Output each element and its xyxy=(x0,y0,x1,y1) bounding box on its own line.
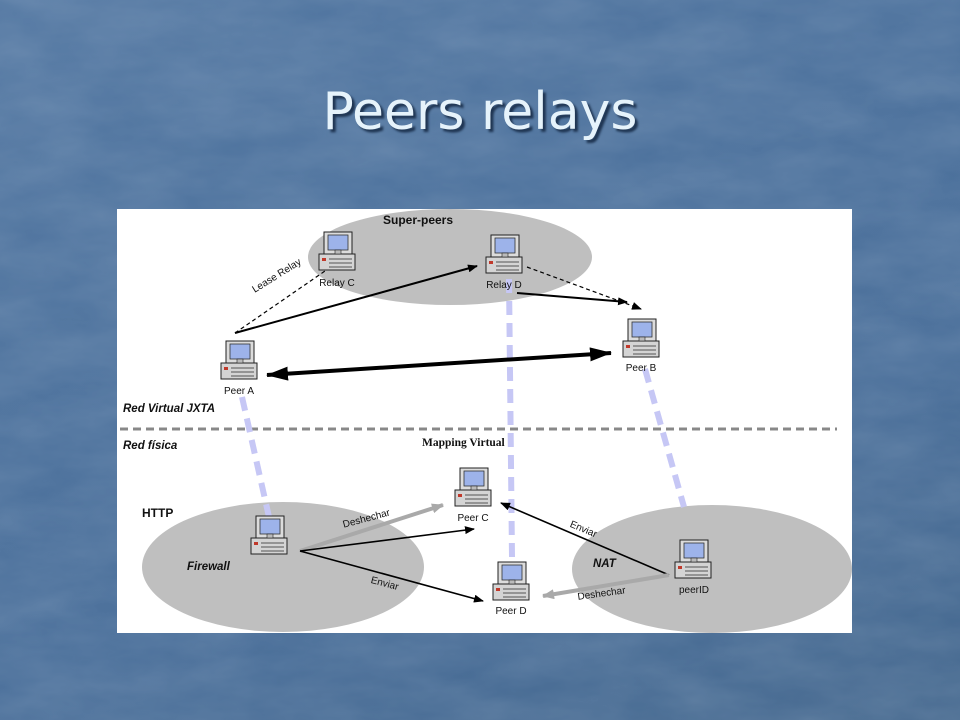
peer-b-label: Peer B xyxy=(625,363,657,374)
mapping-relay-d xyxy=(506,278,515,558)
peer-a-computer-icon xyxy=(220,340,258,380)
relay-d-label: Relay D xyxy=(486,280,522,291)
peer-a-label: Peer A xyxy=(223,386,255,397)
peer-a-to-relay-d-edge xyxy=(234,264,478,334)
lease-relay-edge xyxy=(234,270,326,334)
http-label: HTTP xyxy=(142,506,174,520)
peer-a-peer-b-edge xyxy=(266,347,612,381)
nat-label: NAT xyxy=(593,558,616,570)
peer-c-computer-icon xyxy=(454,467,492,507)
firewall-computer-icon xyxy=(250,515,288,555)
physical-network-label: Red física xyxy=(123,440,178,452)
mapping-peer-b xyxy=(642,368,687,508)
relay-d-to-peer-b-dashed-edge xyxy=(526,266,642,310)
super-peers-label: Super-peers xyxy=(383,213,454,227)
super-peers-region xyxy=(308,209,592,305)
mapping-peer-a xyxy=(239,396,272,518)
peer-d-computer-icon xyxy=(492,561,530,601)
relay-d-to-peer-b-solid-edge xyxy=(516,292,628,306)
firewall-to-peer-c-edge xyxy=(299,526,475,552)
peer-c-label: Peer C xyxy=(457,513,489,524)
peer-b-computer-icon xyxy=(622,318,660,358)
relay-c-computer-icon xyxy=(318,231,356,271)
peer-d-label: Peer D xyxy=(495,606,527,617)
slide-title: Peers relays xyxy=(322,82,638,142)
nat-enviar-edge xyxy=(500,502,670,576)
firewall-enviar-edge xyxy=(299,550,484,603)
network-diagram: Super-peers HTTP Firewall NAT Red Virtua… xyxy=(117,209,852,633)
relay-c-label: Relay C xyxy=(319,278,355,289)
relay-d-computer-icon xyxy=(485,234,523,274)
nat-deshechar-edge xyxy=(542,573,670,600)
peer-id-label: peerID xyxy=(678,585,710,596)
firewall-label: Firewall xyxy=(187,561,230,573)
firewall-deshechar-edge xyxy=(299,503,444,553)
peer-id-computer-icon xyxy=(674,539,712,579)
virtual-network-label: Red Virtual JXTA xyxy=(123,403,216,415)
diagram-canvas xyxy=(120,209,852,633)
nat-region xyxy=(572,505,852,633)
mapping-virtual-label: Mapping Virtual xyxy=(422,437,505,449)
